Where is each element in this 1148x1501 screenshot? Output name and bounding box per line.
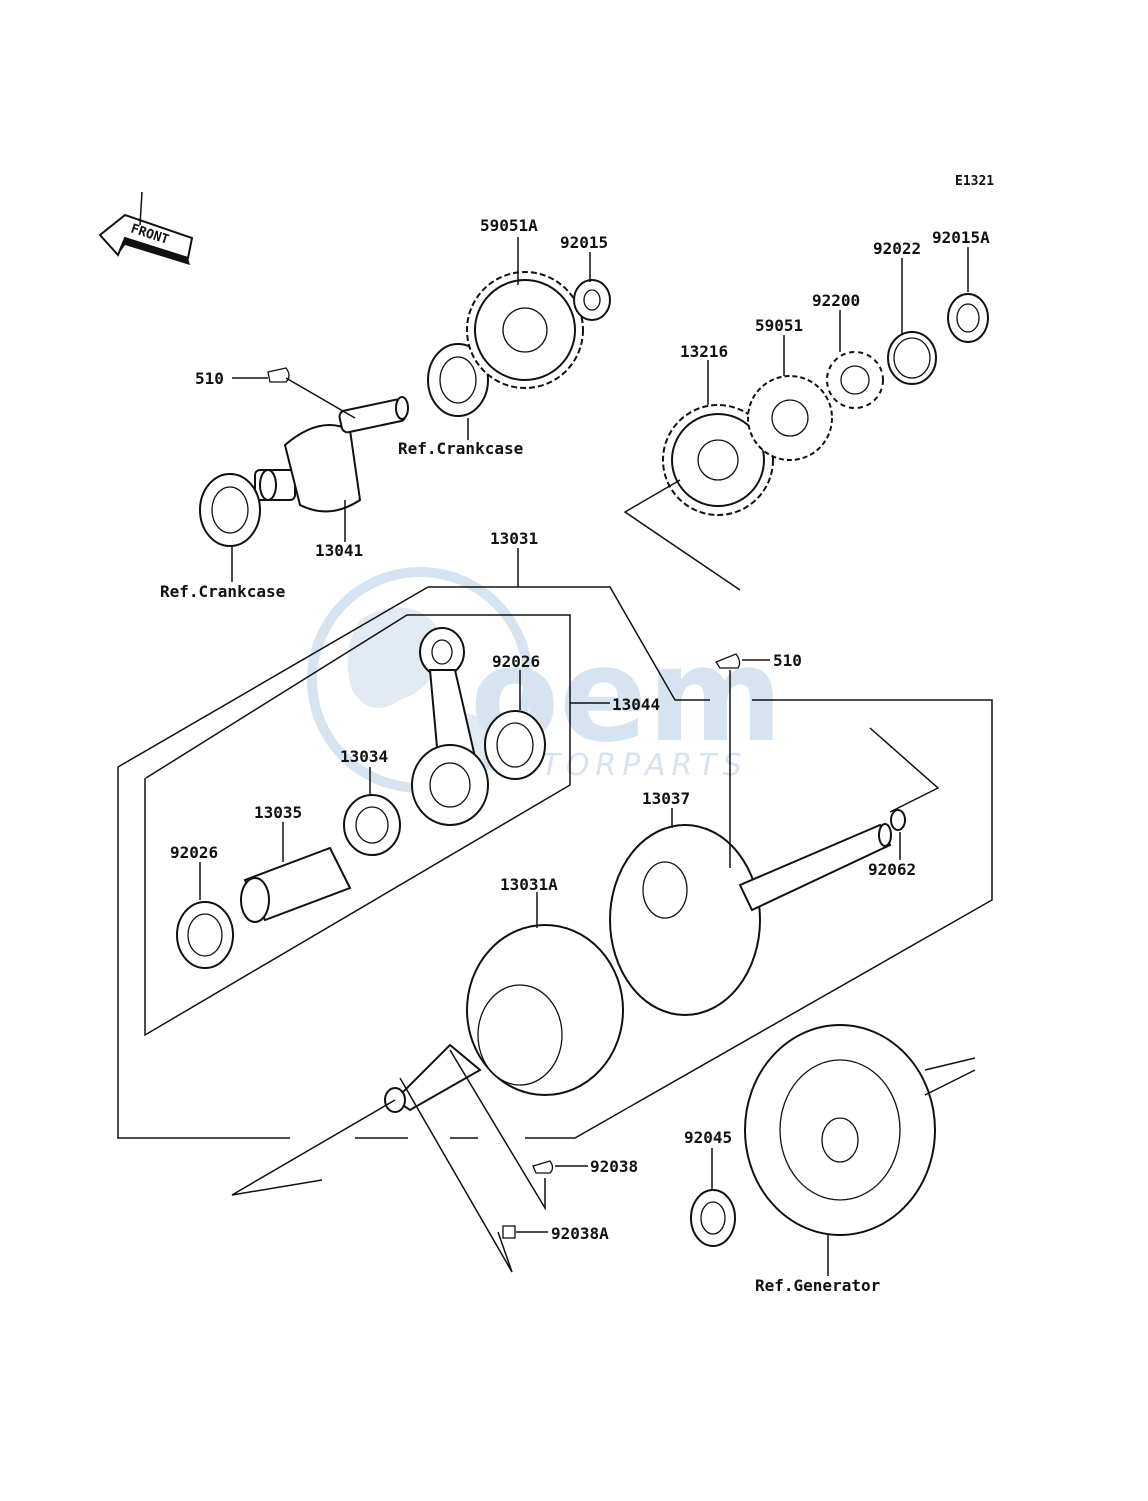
leader-lines — [199, 237, 976, 1276]
woodruff-key-510-top-icon — [267, 367, 290, 383]
part-labels: 59051A 92015 92015A 92022 92200 59051 13… — [160, 216, 990, 1295]
front-arrow-icon: FRONT — [98, 191, 194, 265]
label-59051A: 59051A — [480, 216, 538, 235]
label-13216: 13216 — [680, 342, 728, 361]
crank-pin-13035-icon — [240, 846, 352, 923]
label-13037: 13037 — [642, 789, 690, 808]
label-ref-crankcase-left: Ref.Crankcase — [160, 582, 285, 601]
label-92038: 92038 — [590, 1157, 638, 1176]
generator-rotor-icon — [744, 1024, 936, 1236]
label-510-top: 510 — [195, 369, 224, 388]
gear-13216-icon — [662, 404, 774, 516]
label-92200: 92200 — [812, 291, 860, 310]
assembly-frame-lines — [117, 586, 993, 1139]
woodruff-key-510-mid-icon — [715, 653, 741, 669]
label-92022: 92022 — [873, 239, 921, 258]
label-13031: 13031 — [490, 529, 538, 548]
label-92045: 92045 — [684, 1128, 732, 1147]
crank-shaft-13041-icon — [254, 396, 409, 513]
key-92038-icon — [532, 1160, 554, 1174]
label-92062: 92062 — [868, 860, 916, 879]
label-13035: 13035 — [254, 803, 302, 822]
label-13034: 13034 — [340, 747, 388, 766]
label-13044: 13044 — [612, 695, 660, 714]
label-510-mid: 510 — [773, 651, 802, 670]
label-ref-crankcase-top: Ref.Crankcase — [398, 439, 523, 458]
gear-59051-icon — [747, 375, 833, 461]
needle-bearing-13034-icon — [343, 794, 401, 856]
label-13031A: 13031A — [500, 875, 558, 894]
lock-washer-92200-icon — [826, 351, 884, 409]
label-59051: 59051 — [755, 316, 803, 335]
crank-flywheel-13037-icon — [609, 823, 892, 1016]
crank-flywheel-13031A-icon — [384, 924, 624, 1113]
bearing-left-icon — [199, 473, 261, 547]
label-ref-generator: Ref.Generator — [755, 1276, 880, 1295]
label-92038A: 92038A — [551, 1224, 609, 1243]
connecting-rod-icon — [411, 627, 489, 826]
washer-92026-upper-icon — [484, 710, 546, 780]
washer-92026-lower-icon — [176, 901, 234, 969]
nut-92015-icon — [573, 279, 611, 321]
key-92038A-icon — [502, 1225, 516, 1239]
diagram-code: E1321 — [955, 174, 994, 189]
gear-59051A-icon — [466, 271, 584, 389]
label-13041: 13041 — [315, 541, 363, 560]
bearing-92045-icon — [690, 1189, 736, 1247]
label-92026-upper: 92026 — [492, 652, 540, 671]
nut-92015A-icon — [947, 293, 989, 343]
label-92015: 92015 — [560, 233, 608, 252]
set-screw-92062-icon — [890, 809, 906, 831]
bearing-top-icon — [427, 343, 489, 417]
label-92026-lower: 92026 — [170, 843, 218, 862]
ring-92022-icon — [887, 331, 937, 385]
label-92015A: 92015A — [932, 228, 990, 247]
